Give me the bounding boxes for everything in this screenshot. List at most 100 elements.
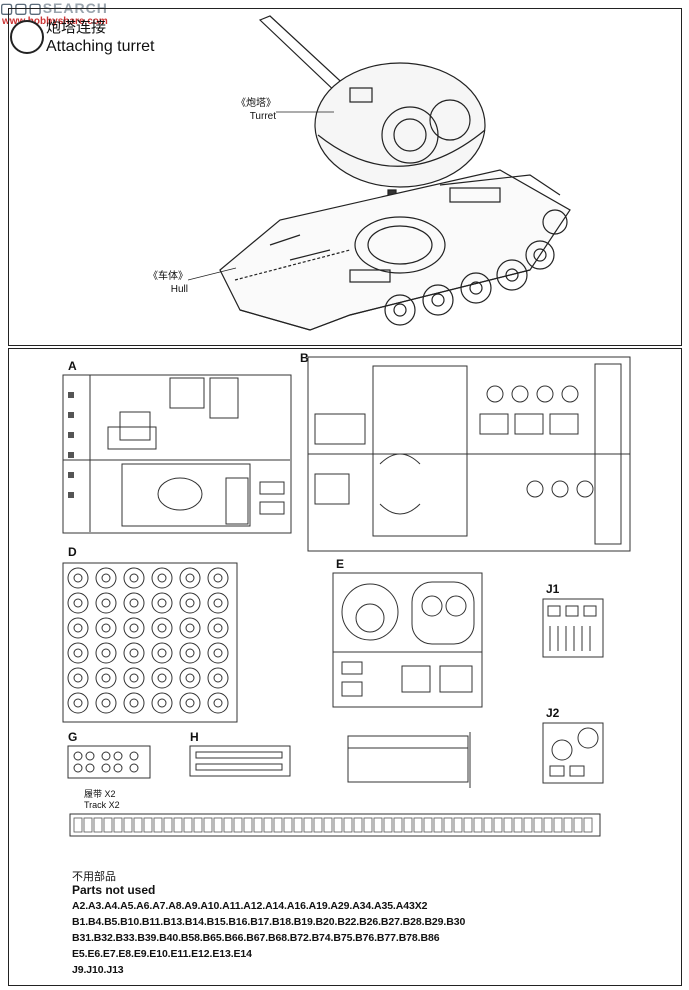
track-label-en: Track X2 [84, 800, 120, 810]
track-link [443, 817, 453, 833]
track-link [493, 817, 503, 833]
track-link [233, 817, 243, 833]
track-link [573, 817, 583, 833]
road-wheel-part [207, 642, 229, 664]
turret-label-en: Turret [249, 111, 276, 122]
road-wheel-hub [73, 698, 83, 708]
road-wheel-part [95, 692, 117, 714]
track-link [103, 817, 113, 833]
sprue-e-illustration [332, 572, 483, 708]
road-wheel-hub [129, 698, 139, 708]
sprue-label-e: E [336, 557, 345, 571]
track-link [143, 817, 153, 833]
sprue-j1-illustration [542, 598, 604, 658]
track-link [563, 817, 573, 833]
track-link [333, 817, 343, 833]
road-wheel-hub [129, 673, 139, 683]
sprue-label-g: G [68, 730, 78, 744]
road-wheel-part [123, 642, 145, 664]
track-link [273, 817, 283, 833]
track-link [483, 817, 493, 833]
road-wheel-part [67, 567, 89, 589]
road-wheel-hub [101, 598, 111, 608]
parts-not-used-title-cn: 不用部品 [72, 871, 116, 883]
road-wheel-hub [157, 698, 167, 708]
track-link [583, 817, 593, 833]
track-link [393, 817, 403, 833]
road-wheel-hub [213, 623, 223, 633]
parts-not-used-title-en: Parts not used [72, 883, 156, 897]
track-link [133, 817, 143, 833]
road-wheel-part [179, 592, 201, 614]
track-link [423, 817, 433, 833]
track-link [503, 817, 513, 833]
track-link [253, 817, 263, 833]
track-link [383, 817, 393, 833]
road-wheel-part [151, 567, 173, 589]
parts-not-used-line: J9.J10.J13 [72, 964, 124, 976]
step-panel [8, 8, 682, 346]
track-link [513, 817, 523, 833]
track-link [363, 817, 373, 833]
track-link [73, 817, 83, 833]
track-link [413, 817, 423, 833]
road-wheel-part [151, 642, 173, 664]
parts-panel [8, 348, 682, 986]
track-link [183, 817, 193, 833]
step-title-cn: 炮塔连接 [46, 19, 107, 36]
road-wheel-hub [129, 573, 139, 583]
hull-tub-sprue-illustration [347, 732, 471, 788]
road-wheel-part [207, 667, 229, 689]
track-link [533, 817, 543, 833]
track-link [153, 817, 163, 833]
road-wheel-hub [101, 648, 111, 658]
parts-not-used-line: E5.E6.E7.E8.E9.E10.E11.E12.E13.E14 [72, 948, 252, 960]
track-link [343, 817, 353, 833]
road-wheel-hub [185, 623, 195, 633]
sprue-label-j2: J2 [546, 706, 560, 720]
sprue-h-illustration [189, 745, 291, 777]
road-wheel-part [207, 592, 229, 614]
sprue-a-illustration [62, 374, 292, 534]
road-wheel-part [207, 617, 229, 639]
road-wheel-hub [73, 573, 83, 583]
road-wheel-hub [213, 573, 223, 583]
step-title-en: Attaching turret [46, 38, 155, 55]
road-wheel-hub [157, 623, 167, 633]
track-link-strip [69, 813, 601, 837]
track-link [293, 817, 303, 833]
road-wheel-hub [185, 673, 195, 683]
road-wheel-hub [73, 648, 83, 658]
hull-leader-line [188, 267, 237, 281]
road-wheel-hub [129, 598, 139, 608]
track-link [263, 817, 273, 833]
road-wheel-part [123, 567, 145, 589]
road-wheel-part [151, 617, 173, 639]
road-wheel-part [67, 592, 89, 614]
road-wheel-part [151, 592, 173, 614]
sprue-j2-illustration [542, 722, 604, 784]
road-wheel-part [67, 667, 89, 689]
road-wheel-part [95, 617, 117, 639]
road-wheel-hub [157, 573, 167, 583]
track-link [83, 817, 93, 833]
turret-label-cn: 《炮塔》 [236, 98, 276, 109]
road-wheel-hub [185, 598, 195, 608]
hull-callout: 《车体》 Hull [128, 270, 188, 296]
track-link [473, 817, 483, 833]
parts-not-used-line: A2.A3.A4.A5.A6.A7.A8.A9.A10.A11.A12.A14.… [72, 900, 428, 912]
sprue-label-a: A [68, 359, 77, 373]
track-link [433, 817, 443, 833]
road-wheel-part [151, 692, 173, 714]
road-wheel-hub [185, 573, 195, 583]
road-wheel-hub [213, 673, 223, 683]
turret-leader-line [276, 111, 334, 113]
track-link [523, 817, 533, 833]
road-wheel-part [95, 667, 117, 689]
track-link [323, 817, 333, 833]
track-link [93, 817, 103, 833]
parts-not-used-line: B31.B32.B33.B39.B40.B58.B65.B66.B67.B68.… [72, 932, 440, 944]
road-wheel-hub [101, 698, 111, 708]
parts-not-used-line: B1.B4.B5.B10.B11.B13.B14.B15.B16.B17.B18… [72, 916, 466, 928]
sprue-label-b: B [300, 351, 309, 365]
